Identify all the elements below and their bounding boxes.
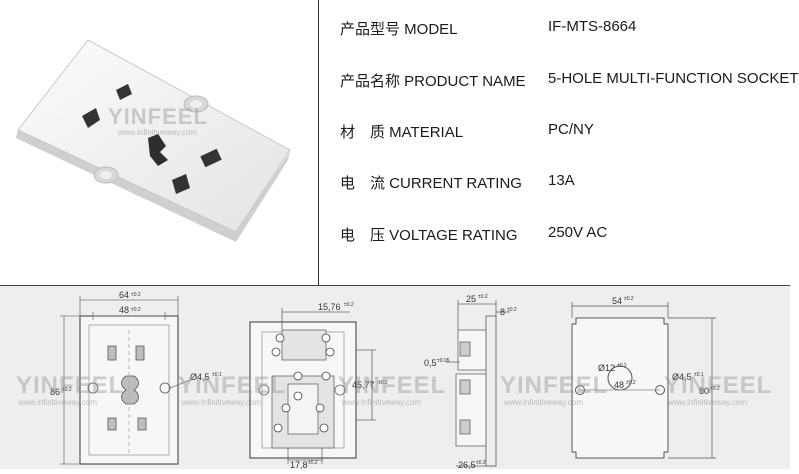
dim-front-hole-dia: Ø4,5: [190, 372, 210, 382]
product-photo: YINFEEL www.infinitiveway.com: [0, 0, 318, 285]
watermark-brand: YINFEEL: [178, 372, 287, 399]
dim-tol: ±0.1: [212, 372, 222, 378]
dim-rear-bottom: 17,8: [290, 460, 308, 470]
dim-side-top2: 8: [500, 307, 505, 317]
spec-value: 5-HOLE MULTI-FUNCTION SOCKET: [548, 70, 799, 87]
dim-side-mid: 0,5: [424, 358, 437, 368]
dim-tol: ±0.2: [624, 296, 634, 302]
watermark-brand: YINFEEL: [16, 372, 125, 399]
dim-tol: ±0.1: [694, 372, 704, 378]
spec-value: 13A: [548, 172, 575, 189]
dim-tol: ±0.2: [710, 386, 720, 392]
spec-label: 产品名称 PRODUCT NAME: [340, 73, 526, 90]
spec-label: 电 流 CURRENT RATING: [340, 175, 522, 192]
vertical-divider: [318, 0, 319, 285]
spec-value: IF-MTS-8664: [548, 18, 637, 35]
watermark-url: www.infinitiveway.com: [504, 398, 583, 407]
watermark-brand: YINFEEL: [338, 372, 447, 399]
dim-front-height: 86: [50, 387, 60, 397]
dim-tol: ±0.2: [62, 387, 72, 393]
dim-plate-center-dia: Ø12: [598, 363, 615, 373]
socket-photo-illustration: [16, 39, 291, 242]
dim-front-hole-spacing: 48: [119, 305, 129, 315]
dim-tol: ±0.2: [476, 460, 486, 466]
dim-plate-width: 54: [612, 296, 622, 306]
spec-value: 250V AC: [548, 224, 608, 241]
dim-tol: ±0.2: [131, 292, 141, 298]
dim-side-bottom: 26,5: [458, 460, 476, 470]
spec-label: 电 压 VOLTAGE RATING: [340, 227, 518, 244]
watermark-brand: YINFEEL: [108, 104, 208, 129]
dim-plate-height: 80: [699, 386, 709, 396]
watermark-url: www.infinitiveway.com: [18, 398, 97, 407]
dim-tol: ±0.2: [478, 294, 488, 300]
dim-side-top1: 25: [466, 294, 476, 304]
dim-tol: ±0.2: [378, 380, 388, 386]
watermark-url: www.infinitiveway.com: [118, 128, 197, 137]
dim-tol: ±0.2: [131, 307, 141, 313]
watermark-brand: YINFEEL: [664, 372, 773, 399]
technical-drawings-panel: 64 ±0.2 48 ±0.2 86 ±0.2 Ø4,5 ±0.1: [0, 286, 790, 470]
watermark-url: www.infinitiveway.com: [668, 398, 747, 407]
rear-view-drawing: [249, 308, 376, 464]
technical-drawings: 64 ±0.2 48 ±0.2 86 ±0.2 Ø4,5 ±0.1: [50, 290, 720, 470]
plate-view-drawing: [571, 302, 716, 459]
spec-value: PC/NY: [548, 121, 594, 138]
product-info-panel: YINFEEL www.infinitiveway.com 产品型号 MODEL…: [0, 0, 799, 285]
side-view-drawing: [446, 300, 510, 467]
spec-label: 产品型号 MODEL: [340, 21, 458, 38]
dim-tol: ±0.2: [626, 380, 636, 386]
dim-plate-hole-spacing: 48: [614, 380, 624, 390]
dim-tol: ±0.05: [437, 358, 450, 364]
dim-front-width: 64: [119, 290, 129, 300]
front-view-drawing: [60, 296, 191, 465]
dim-tol: ±0.2: [617, 363, 627, 369]
watermark-url: www.infinitiveway.com: [342, 398, 421, 407]
spec-label: 材 质 MATERIAL: [340, 124, 464, 141]
dim-tol: ±0.2: [344, 302, 354, 308]
dim-tol: ±0.2: [507, 307, 517, 313]
horizontal-divider: [0, 285, 790, 286]
dim-plate-hole-dia: Ø4,5: [672, 372, 692, 382]
watermark-brand: YINFEEL: [500, 372, 609, 399]
dim-rear-side: 45,77: [352, 380, 375, 390]
dim-rear-top: 15,76: [318, 302, 341, 312]
dim-tol: ±0.2: [308, 460, 318, 466]
watermark-url: www.infinitiveway.com: [182, 398, 261, 407]
